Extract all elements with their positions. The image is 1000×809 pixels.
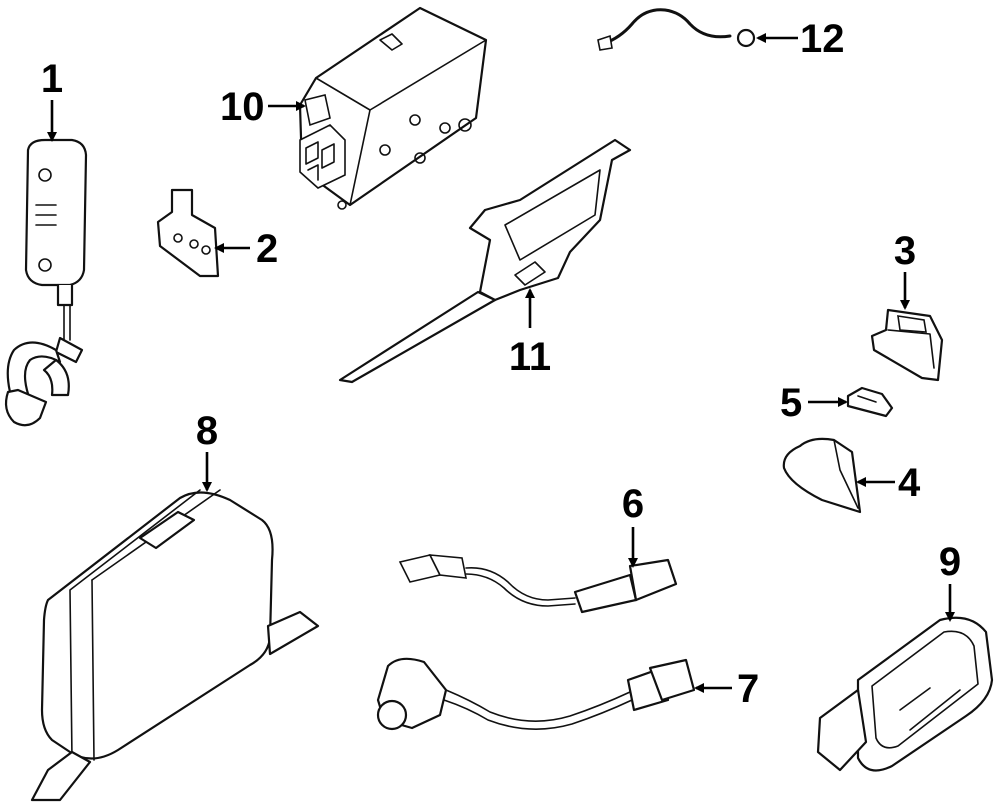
- part-8-module[interactable]: [30, 489, 320, 802]
- part-2-bracket[interactable]: [156, 188, 220, 278]
- callout-3: 3: [894, 229, 916, 273]
- part-5-clip[interactable]: [846, 386, 894, 418]
- part-7-sensor-harness[interactable]: [376, 657, 696, 731]
- callout-12: 12: [800, 17, 845, 61]
- part-11-bracket[interactable]: [338, 138, 632, 384]
- part-1-sensor[interactable]: [4, 138, 88, 427]
- callout-10: 10: [220, 85, 265, 129]
- callout-2: 2: [256, 227, 278, 271]
- part-12-cable[interactable]: [597, 8, 756, 51]
- callout-4: 4: [898, 461, 921, 505]
- part-4-cover[interactable]: [782, 437, 862, 514]
- callout-numbers: 1 2 3 4 5 6 7 8 9 10 11 12: [41, 17, 961, 711]
- part-3-mount[interactable]: [870, 308, 944, 382]
- callout-7: 7: [737, 667, 759, 711]
- part-6-harness[interactable]: [398, 554, 678, 614]
- callout-11: 11: [509, 335, 551, 379]
- callout-1: 1: [41, 57, 63, 101]
- part-10-control-module[interactable]: [298, 6, 488, 210]
- part-9-mirror[interactable]: [816, 616, 994, 772]
- leader-lines: [47, 33, 955, 693]
- callout-6: 6: [622, 482, 644, 526]
- callout-9: 9: [939, 540, 961, 584]
- callout-5: 5: [780, 381, 802, 425]
- callout-8: 8: [196, 409, 218, 453]
